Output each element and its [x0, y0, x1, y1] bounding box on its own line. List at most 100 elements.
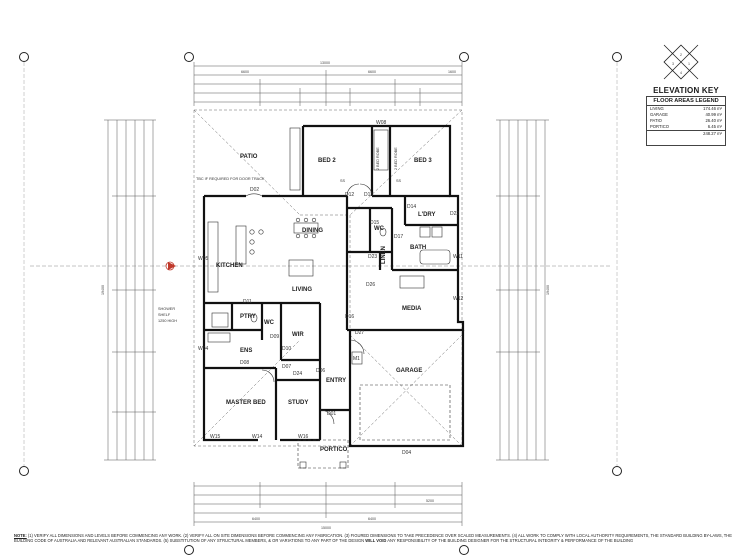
grid-bubble [19, 52, 29, 62]
legend-value: 26.40 m² [705, 118, 722, 123]
door-tag-d26: D26 [366, 282, 375, 288]
door-tag-d15: D15 [370, 220, 379, 226]
grid-bubble [19, 466, 29, 476]
ss-note-2: SS [396, 179, 402, 183]
elevation-key-2: 2 [680, 53, 682, 57]
room-label-patio: PATIO [240, 154, 258, 160]
dimension-lines-right [496, 119, 549, 461]
laundry-tub [419, 226, 431, 238]
kitchen-bench [207, 221, 219, 293]
room-label-study: STUDY [288, 400, 308, 406]
door-tag-d10: D10 [282, 346, 291, 352]
footnote-label: NOTE: [14, 533, 27, 538]
grid-bubble [459, 52, 469, 62]
section-marker [165, 261, 176, 271]
door-tag-d07: D07 [282, 364, 291, 370]
room-label-living: LIVING [292, 287, 312, 293]
window-tag-w08: W08 [376, 120, 387, 126]
room-label-bath: BATH [410, 245, 426, 251]
window-tag-w11: W11 [453, 254, 463, 260]
room-label-kitchen: KITCHEN [216, 263, 243, 269]
elevation-key-3: 3 [672, 62, 674, 66]
elevation-key-4: 4 [680, 71, 682, 75]
dim-left-total: 19400 [101, 285, 105, 295]
door-tag-d24: D24 [293, 371, 302, 377]
legend-total-value: 248.27 m² [703, 131, 722, 136]
door-tag-d14: D14 [407, 204, 416, 210]
door-tag-d22: D22 [450, 211, 459, 217]
grid-bubble [612, 466, 622, 476]
robe-note-2: 2 BED ROBE [394, 147, 398, 170]
shower-note-1: SHOWER [158, 307, 175, 311]
legend-row-portico: PORTICO 6.45 m² [647, 124, 725, 130]
room-label-wc-small: WC [374, 226, 385, 232]
grid-bubble [612, 52, 622, 62]
grid-bubble [184, 545, 194, 555]
portico [297, 439, 349, 469]
stool-icon [249, 249, 255, 255]
room-label-dining: DINING [302, 228, 323, 234]
room-label-wc: WC [264, 320, 275, 326]
grid-bubble [459, 545, 469, 555]
wardrobe-icon [373, 129, 389, 171]
dim-right-total: 19400 [546, 285, 550, 295]
grid-markers [19, 52, 622, 555]
toilet-icon [379, 227, 387, 237]
toilet-icon [250, 313, 258, 323]
footnote-text-2: ANY RESPONSIBILITY OF THE BUILDING DESIG… [387, 538, 634, 544]
floor-areas-legend: FLOOR AREAS LEGEND LIVING 174.46 m² GARA… [646, 96, 726, 146]
legend-label: GARAGE [650, 112, 668, 117]
media-sofa-icon [399, 275, 425, 289]
chair-icon [311, 233, 317, 239]
door-swing [245, 193, 263, 197]
door-tag-d23: D23 [368, 254, 377, 260]
dim-bottom-b: 6400 [368, 517, 376, 521]
room-label-bed2: BED 2 [318, 158, 336, 164]
dimension-lines-top [193, 62, 463, 106]
door-swing [319, 409, 335, 425]
washer-icon [431, 226, 443, 238]
door-swing [261, 369, 275, 383]
room-label-ptry: PTRY [240, 314, 256, 320]
elevation-key-icon [663, 44, 699, 80]
room-label-ens: ENS [240, 348, 252, 354]
dim-top-total: 13000 [320, 61, 330, 65]
bath-tub [419, 249, 451, 265]
wardrobe-icon [211, 312, 229, 328]
dimension-lines-left [104, 119, 156, 461]
room-label-garage: GARAGE [396, 368, 422, 374]
door-tag-d12: D12 [345, 192, 354, 198]
chair-icon [295, 233, 301, 239]
fixtures [207, 127, 451, 441]
door-swing [359, 183, 373, 197]
patio-note: TBC IF REQUIRED FOR DOOR TRACK [196, 177, 265, 181]
dim-bottom-total: 15000 [321, 526, 331, 530]
window-tag-w14: W14 [252, 434, 263, 440]
room-label-master-bed: MASTER BED [226, 400, 266, 406]
chair-icon [303, 217, 309, 223]
legend-row-patio: PATIO 26.40 m² [647, 118, 725, 124]
kitchen-island [235, 225, 247, 265]
window-tag-w12: W12 [453, 296, 464, 302]
dim-bottom-a: 6400 [252, 517, 260, 521]
door-tag-d06: D06 [316, 368, 325, 374]
room-label-media: MEDIA [402, 306, 422, 312]
door-tag-d09: D09 [270, 334, 279, 340]
patio-cabinet [289, 127, 301, 191]
window-tag-w05: W05 [198, 256, 209, 262]
grid-bubble [184, 52, 194, 62]
footnote: NOTE: (1) VERIFY ALL DIMENSIONS AND LEVE… [14, 533, 738, 543]
elevation-key-title: ELEVATION KEY [653, 86, 719, 95]
stool-icon [249, 239, 255, 245]
stool-icon [249, 229, 255, 235]
meter-box [351, 351, 363, 365]
chair-icon [311, 217, 317, 223]
legend-label: PATIO [650, 118, 662, 123]
window-tag-w04: W04 [198, 346, 209, 352]
door-swing [346, 183, 360, 197]
legend-label: PORTICO [650, 124, 670, 129]
dim-bottom-c: 5200 [426, 499, 434, 503]
legend-value: 174.46 m² [703, 106, 722, 111]
room-label-portico: PORTICO [320, 447, 348, 453]
